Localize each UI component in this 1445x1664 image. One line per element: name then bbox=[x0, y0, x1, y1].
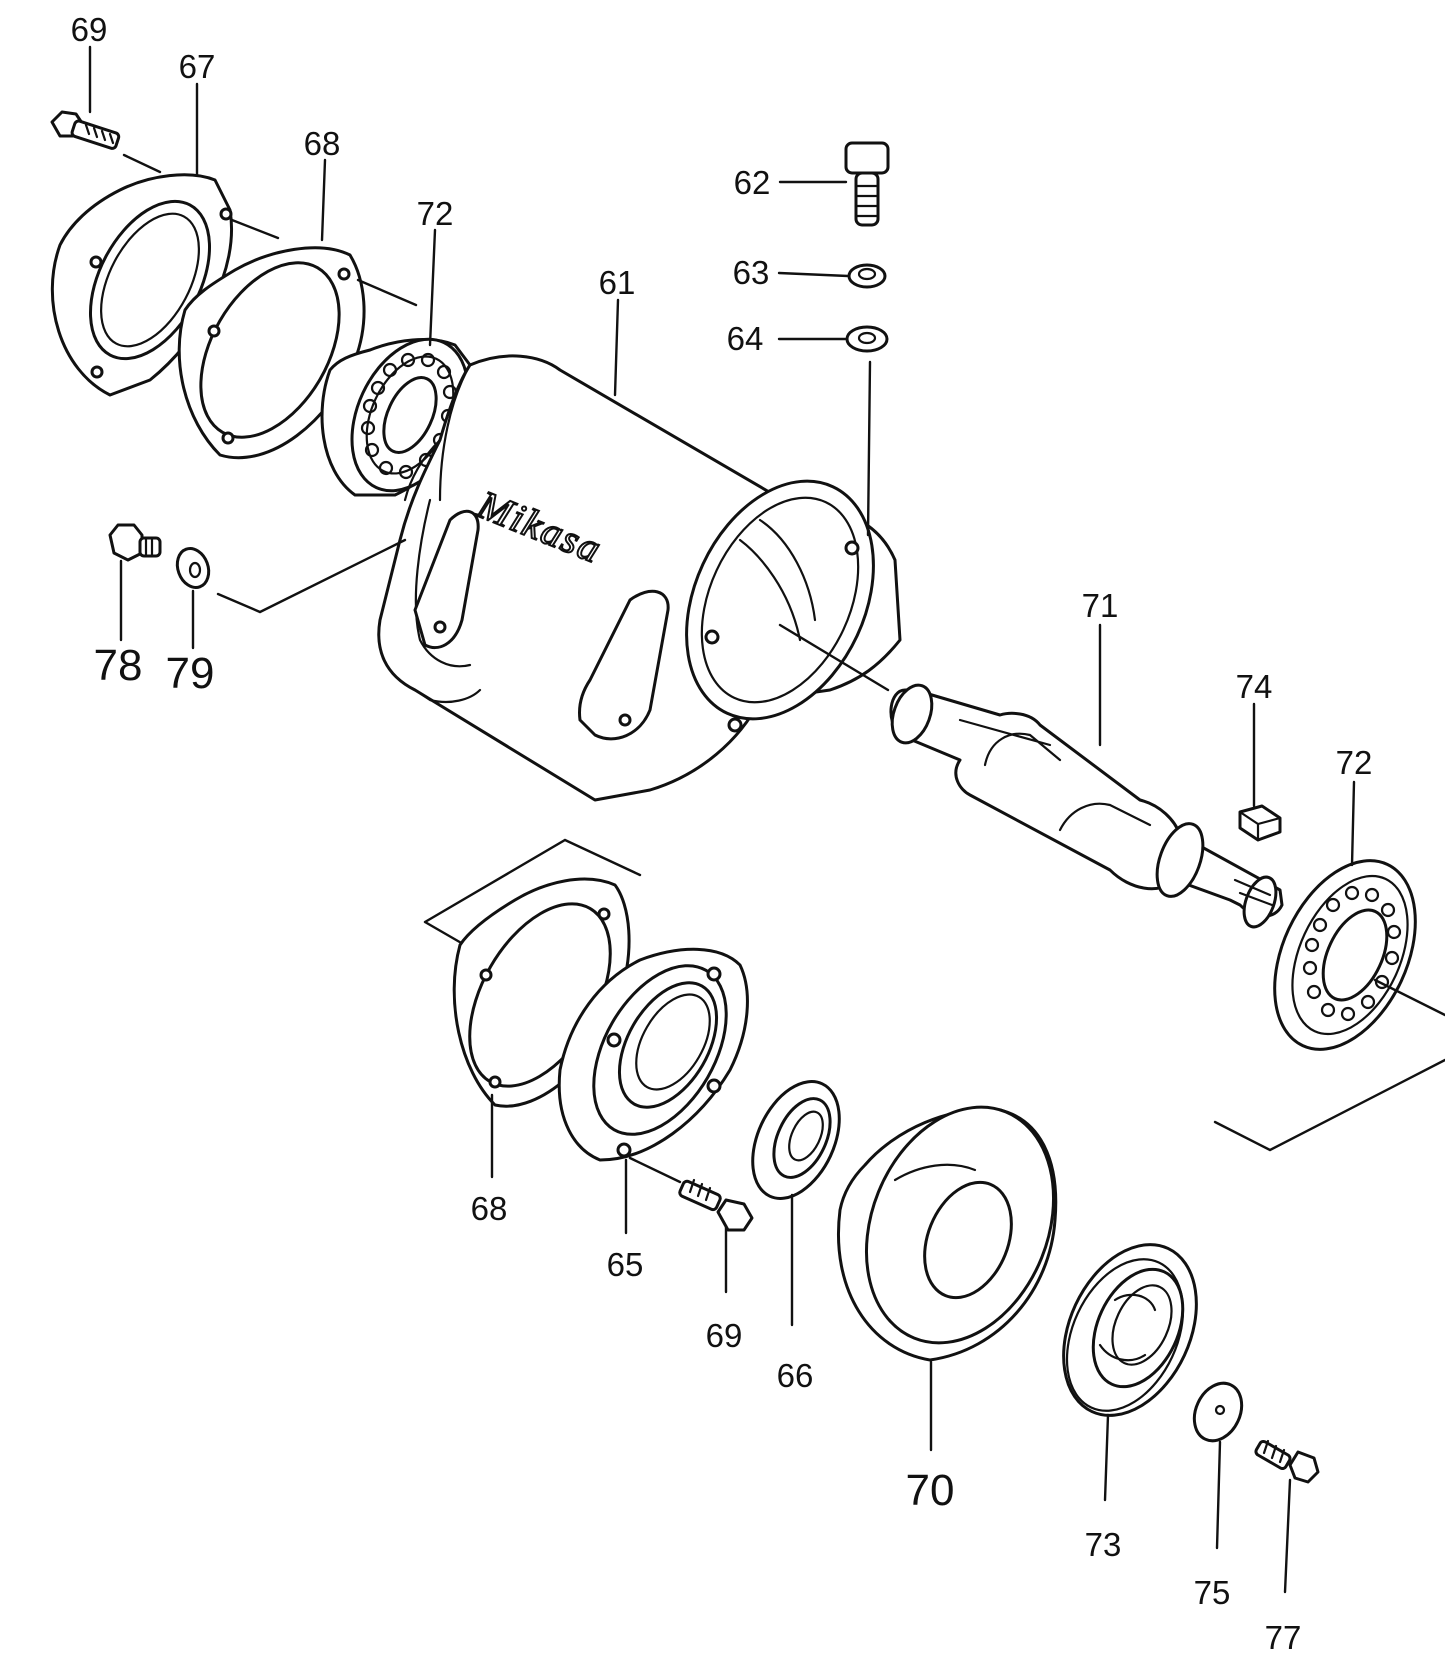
gasket-68-top bbox=[177, 246, 366, 460]
label-66: 66 bbox=[777, 1357, 814, 1394]
label-69-bottom: 69 bbox=[706, 1317, 743, 1354]
axis-line-65 bbox=[628, 1156, 682, 1184]
housing-61: Mikasa bbox=[377, 354, 902, 802]
label-68-bottom: 68 bbox=[471, 1190, 508, 1227]
label-74: 74 bbox=[1236, 668, 1273, 705]
label-64: 64 bbox=[727, 320, 764, 357]
axis-line-68-top bbox=[356, 278, 418, 307]
label-77: 77 bbox=[1265, 1619, 1302, 1656]
leader-lines bbox=[88, 45, 1356, 1594]
bearing-72-right bbox=[1273, 859, 1417, 1051]
bolt-77 bbox=[1254, 1439, 1320, 1484]
label-75: 75 bbox=[1194, 1574, 1231, 1611]
bearing-flange-65 bbox=[557, 947, 749, 1162]
label-72-top: 72 bbox=[417, 195, 454, 232]
label-67: 67 bbox=[179, 48, 216, 85]
label-72-right: 72 bbox=[1336, 744, 1373, 781]
washer-64 bbox=[845, 325, 889, 353]
axis-line-69-top bbox=[122, 153, 162, 174]
label-61: 61 bbox=[599, 264, 636, 301]
axis-line-61-71 bbox=[778, 623, 890, 692]
bolt-62 bbox=[844, 141, 890, 227]
pulley-73 bbox=[1062, 1243, 1198, 1417]
axis-line-72-right bbox=[1373, 978, 1445, 1017]
washer-75 bbox=[1192, 1381, 1244, 1443]
axis-line-64 bbox=[866, 360, 872, 537]
part-number-labels: 69 67 68 72 61 62 63 64 71 74 72 78 79 6… bbox=[71, 11, 1373, 1656]
washer-79 bbox=[175, 547, 211, 589]
label-79: 79 bbox=[166, 649, 215, 698]
label-63: 63 bbox=[733, 254, 770, 291]
key-74 bbox=[1238, 804, 1282, 842]
shaft-71 bbox=[889, 683, 1284, 929]
axis-line-79 bbox=[216, 538, 407, 614]
label-70: 70 bbox=[906, 1466, 955, 1515]
label-69-top: 69 bbox=[71, 11, 108, 48]
label-65: 65 bbox=[607, 1246, 644, 1283]
pulley-cover-70 bbox=[837, 1105, 1058, 1362]
plug-78 bbox=[108, 523, 162, 562]
bolt-69-top bbox=[50, 110, 121, 150]
bracket-line-right bbox=[1213, 1058, 1445, 1152]
label-78: 78 bbox=[94, 641, 143, 690]
label-68-top: 68 bbox=[304, 125, 341, 162]
axis-line-67 bbox=[230, 218, 280, 240]
label-73: 73 bbox=[1085, 1526, 1122, 1563]
label-71: 71 bbox=[1082, 587, 1119, 624]
oil-seal-66 bbox=[751, 1080, 841, 1200]
bolt-69-bottom bbox=[678, 1178, 754, 1232]
spring-washer-63 bbox=[847, 263, 887, 289]
label-62: 62 bbox=[734, 164, 771, 201]
